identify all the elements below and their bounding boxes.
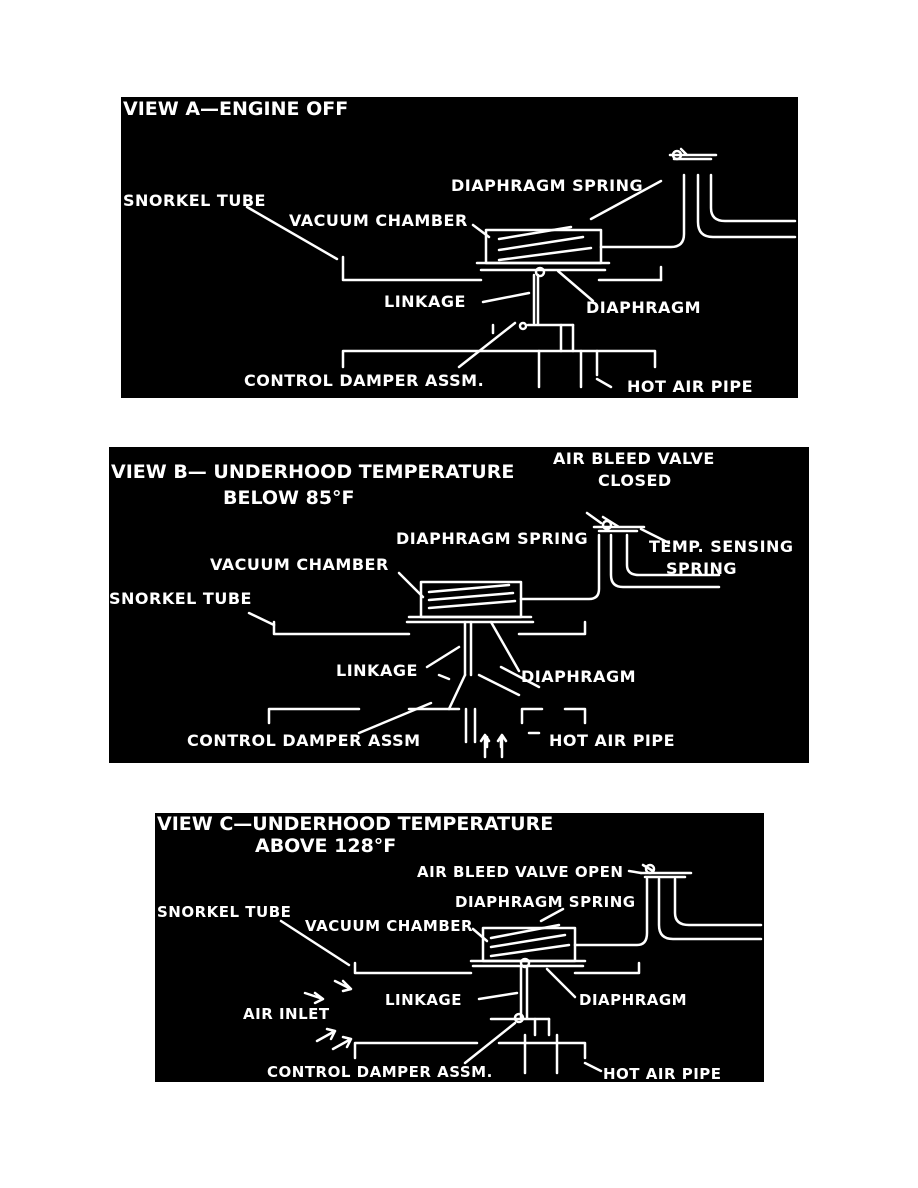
label-snorkel-tube: SNORKEL TUBE — [123, 191, 266, 210]
control-damper-bracket — [341, 349, 657, 369]
label-diaphragm-spring: DIAPHRAGM SPRING — [451, 176, 644, 195]
leader-linkage — [425, 645, 461, 669]
air-inlet-arrow-1 — [303, 991, 325, 1005]
view-a-drawing — [245, 147, 797, 389]
view-c-title-line2: ABOVE 128°F — [255, 835, 397, 857]
view-a-title: VIEW A—ENGINE OFF — [123, 98, 349, 120]
diaphragm-spring-coil — [489, 923, 571, 958]
label-temp-sensing-line1: TEMP. SENSING — [649, 537, 794, 556]
leader-spring — [589, 179, 663, 221]
label-diaphragm: DIAPHRAGM — [586, 298, 701, 317]
label-snorkel-tube: SNORKEL TUBE — [109, 589, 252, 608]
linkage-rod — [463, 620, 473, 677]
label-control-damper: CONTROL DAMPER ASSM. — [267, 1063, 493, 1081]
leader-vacuum — [397, 571, 425, 599]
leader-vacuum — [471, 223, 491, 239]
leader-diaphragm — [545, 967, 577, 999]
label-air-bleed-valve-line1: AIR BLEED VALVE — [553, 449, 715, 468]
label-hot-air-pipe: HOT AIR PIPE — [627, 377, 754, 396]
leader-temp-sensing — [639, 527, 671, 545]
label-linkage: LINKAGE — [384, 292, 466, 311]
label-linkage: LINKAGE — [336, 661, 418, 680]
control-damper-bracket — [353, 1041, 587, 1060]
view-c-title-line1: VIEW C—UNDERHOOD TEMPERATURE — [157, 813, 554, 835]
leader-damper — [457, 321, 517, 369]
damper-column — [464, 707, 477, 744]
label-vacuum-chamber: VACUUM CHAMBER — [210, 555, 389, 574]
damper-column — [523, 1017, 559, 1075]
arrow-up-left — [479, 733, 491, 759]
leader-damper — [357, 701, 433, 735]
snorkel-body — [353, 961, 473, 975]
label-temp-sensing-line2: SPRING — [666, 559, 738, 578]
outlet-duct — [573, 877, 649, 947]
leader-vacuum — [471, 927, 489, 943]
leader-diaphragm — [489, 620, 521, 673]
view-c-panel: VIEW C—UNDERHOOD TEMPERATURE ABOVE 128°F… — [155, 813, 764, 1082]
damper-column — [491, 323, 583, 389]
leader-snorkel — [247, 611, 276, 627]
air-bleed-valve — [639, 863, 693, 879]
label-vacuum-chamber: VACUUM CHAMBER — [289, 211, 468, 230]
label-air-inlet: AIR INLET — [243, 1005, 330, 1023]
diaphragm-spring-coil — [497, 225, 593, 262]
label-control-damper: CONTROL DAMPER ASSM — [187, 731, 421, 750]
leader-linkage — [481, 291, 531, 304]
view-b-title-line2: BELOW 85°F — [223, 487, 355, 509]
leader-linkage — [477, 991, 519, 1001]
label-air-bleed-valve: AIR BLEED VALVE OPEN — [417, 863, 624, 881]
snorkel-body — [272, 620, 411, 636]
control-damper-bracket — [267, 707, 461, 725]
diaphragm-spring-coil — [427, 583, 517, 610]
leader-damper — [463, 1021, 517, 1065]
outlet-duct — [519, 533, 601, 601]
label-snorkel-tube: SNORKEL TUBE — [157, 903, 292, 921]
leader-spring — [539, 907, 565, 923]
label-air-bleed-valve-line2: CLOSED — [598, 471, 672, 490]
linkage-rod — [526, 273, 575, 327]
label-hot-air-pipe: HOT AIR PIPE — [549, 731, 676, 750]
leader-snorkel — [245, 205, 339, 261]
snorkel-body — [341, 255, 483, 282]
air-inlet-arrow-4 — [331, 1035, 353, 1051]
leader-snorkel — [279, 919, 351, 967]
vacuum-chamber-housing — [484, 228, 603, 265]
linkage-rod — [519, 964, 529, 1020]
label-diaphragm: DIAPHRAGM — [579, 991, 688, 1009]
label-diaphragm-spring: DIAPHRAGM SPRING — [455, 893, 636, 911]
label-diaphragm-spring: DIAPHRAGM SPRING — [396, 529, 589, 548]
view-b-panel: VIEW B— UNDERHOOD TEMPERATURE BELOW 85°F… — [109, 447, 809, 763]
arrow-up-right — [496, 733, 508, 759]
view-c-drawing — [279, 863, 763, 1075]
leader-air-bleed — [585, 511, 603, 525]
outlet-duct — [599, 173, 686, 249]
label-control-damper: CONTROL DAMPER ASSM. — [244, 371, 485, 390]
label-linkage: LINKAGE — [385, 991, 462, 1009]
view-a-panel: VIEW A—ENGINE OFF SNORKEL TUBE VACUUM CH… — [121, 97, 798, 398]
label-hot-air-pipe: HOT AIR PIPE — [603, 1065, 722, 1082]
air-inlet-arrow-2 — [333, 979, 353, 993]
label-vacuum-chamber: VACUUM CHAMBER — [305, 917, 474, 935]
air-inlet-arrow-3 — [315, 1027, 337, 1043]
leader-air-bleed — [627, 869, 643, 875]
view-b-title-line1: VIEW B— UNDERHOOD TEMPERATURE — [111, 461, 515, 483]
label-diaphragm: DIAPHRAGM — [521, 667, 636, 686]
leader-diaphragm — [556, 269, 595, 303]
view-b-drawing — [247, 511, 721, 759]
